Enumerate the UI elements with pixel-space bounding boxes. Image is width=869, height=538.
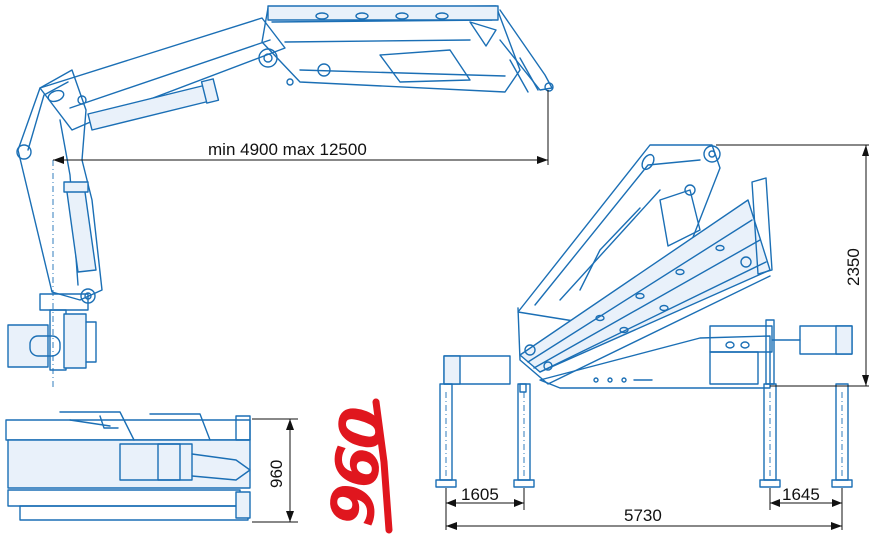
reach-dimension-label: min 4900 max 12500: [208, 140, 367, 159]
outrigger-span-label: 5730: [624, 506, 662, 525]
width-dimension-label: 960: [267, 460, 286, 488]
outrigger-left-label: 1605: [461, 485, 499, 504]
front-view-folded-crane: [435, 144, 853, 488]
handwritten-annotation-960: 960: [317, 398, 399, 534]
side-view-extended-boom: [7, 5, 554, 388]
outrigger-right-label: 1645: [782, 485, 820, 504]
outrigger-dimensions: 1605 1645 5730: [445, 485, 843, 530]
height-dimension: 2350: [716, 144, 869, 387]
reach-dimension: min 4900 max 12500: [53, 90, 549, 165]
height-dimension-label: 2350: [844, 248, 863, 286]
top-view-folded-crane: [5, 411, 251, 521]
width-dimension: 960: [252, 418, 298, 523]
